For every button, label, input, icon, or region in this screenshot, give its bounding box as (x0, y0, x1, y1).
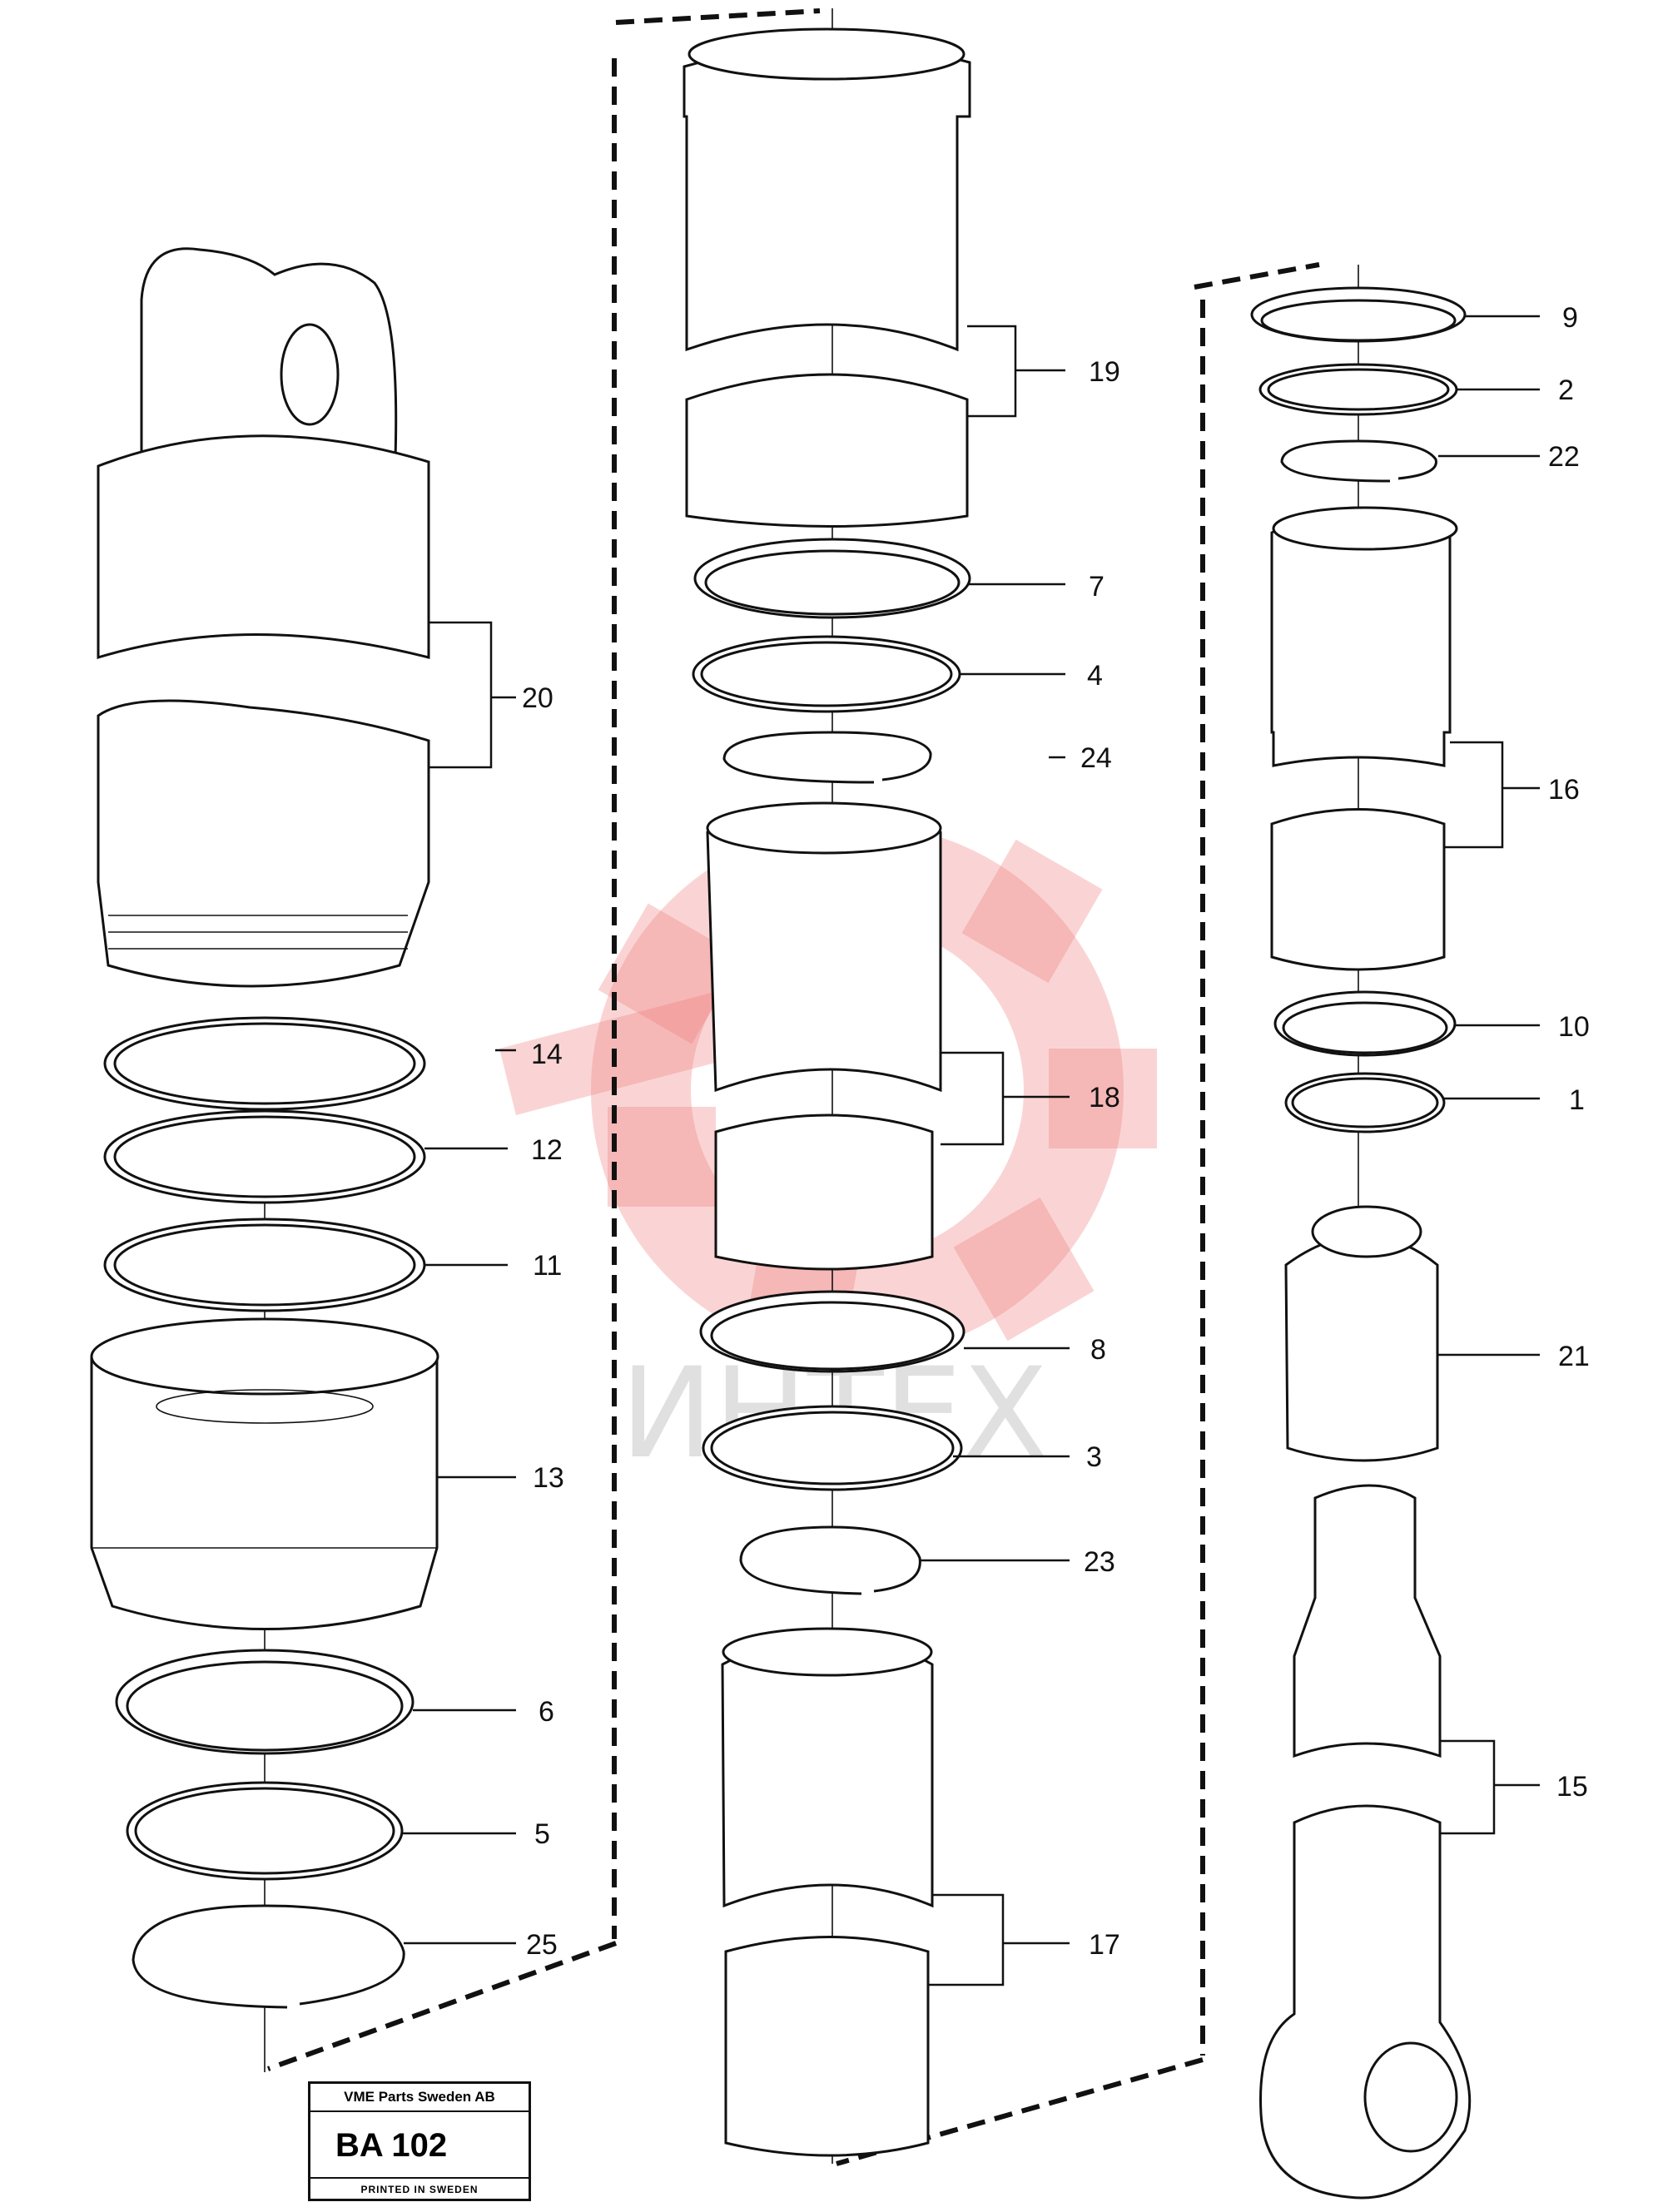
callout-1: 1 (1569, 1084, 1585, 1116)
callout-8: 8 (1090, 1334, 1106, 1366)
callout-6: 6 (539, 1696, 554, 1728)
callout-9: 9 (1562, 302, 1578, 334)
stamp-company: VME Parts Sweden AB (310, 2084, 529, 2112)
part-1-ring (1284, 1072, 1446, 1133)
dashed-boundary-top-right (1194, 262, 1320, 290)
part-12-ring (103, 1109, 426, 1204)
callout-16: 16 (1548, 774, 1580, 806)
part-24-snap-ring (722, 731, 932, 784)
callout-5: 5 (534, 1818, 550, 1850)
part-3-ring (702, 1405, 963, 1491)
part-14-ring (103, 1016, 426, 1111)
part-21-bushing (1284, 1205, 1439, 1462)
callout-2: 2 (1558, 374, 1574, 406)
part-20-cylinder-head-with-eye (97, 247, 430, 988)
part-18-piston (706, 801, 942, 1271)
part-9-ring (1250, 286, 1467, 343)
part-6-ring (115, 1649, 414, 1755)
callout-14: 14 (531, 1039, 563, 1070)
dashed-boundary-bottom-left (266, 1941, 618, 2071)
part-16-guide (1270, 506, 1458, 971)
part-11-ring (103, 1218, 426, 1312)
part-17-piston-rod-segment (721, 1627, 934, 2157)
callout-3: 3 (1086, 1441, 1102, 1473)
dashed-boundary-top-center (615, 8, 821, 25)
callout-4: 4 (1087, 660, 1103, 692)
leader-lines (402, 315, 1540, 1986)
part-7-ring (693, 538, 971, 619)
stamp-code: BA 102 (310, 2112, 529, 2179)
part-23-snap-ring (739, 1525, 921, 1595)
callout-17: 17 (1089, 1929, 1120, 1961)
part-10-ring (1273, 990, 1457, 1057)
callout-22: 22 (1548, 441, 1580, 473)
callout-7: 7 (1089, 571, 1104, 603)
callout-19: 19 (1089, 356, 1120, 388)
part-5-ring (126, 1781, 404, 1881)
stamp-printed: PRINTED IN SWEDEN (360, 2184, 479, 2195)
callout-15: 15 (1556, 1771, 1588, 1803)
callout-24: 24 (1080, 742, 1112, 774)
callout-20: 20 (522, 682, 553, 714)
part-13-nut (90, 1317, 439, 1630)
callout-21: 21 (1558, 1341, 1590, 1372)
part-15-piston-rod-with-eye (1259, 1484, 1472, 2200)
part-25-snap-ring (132, 1904, 405, 2009)
callout-25: 25 (526, 1929, 558, 1961)
part-8-ring (699, 1290, 965, 1373)
callout-18: 18 (1089, 1082, 1120, 1113)
parts-stamp: VME Parts Sweden AB BA 102 PRINTED IN SW… (308, 2081, 531, 2201)
callout-10: 10 (1558, 1011, 1590, 1043)
part-2-ring (1258, 363, 1458, 416)
part-19-cylinder-tube (683, 27, 971, 528)
part-4-ring (692, 635, 961, 713)
callout-23: 23 (1084, 1546, 1115, 1578)
part-22-snap-ring (1280, 439, 1437, 483)
callout-11: 11 (533, 1250, 562, 1282)
callout-12: 12 (531, 1134, 563, 1166)
callout-13: 13 (533, 1462, 564, 1494)
